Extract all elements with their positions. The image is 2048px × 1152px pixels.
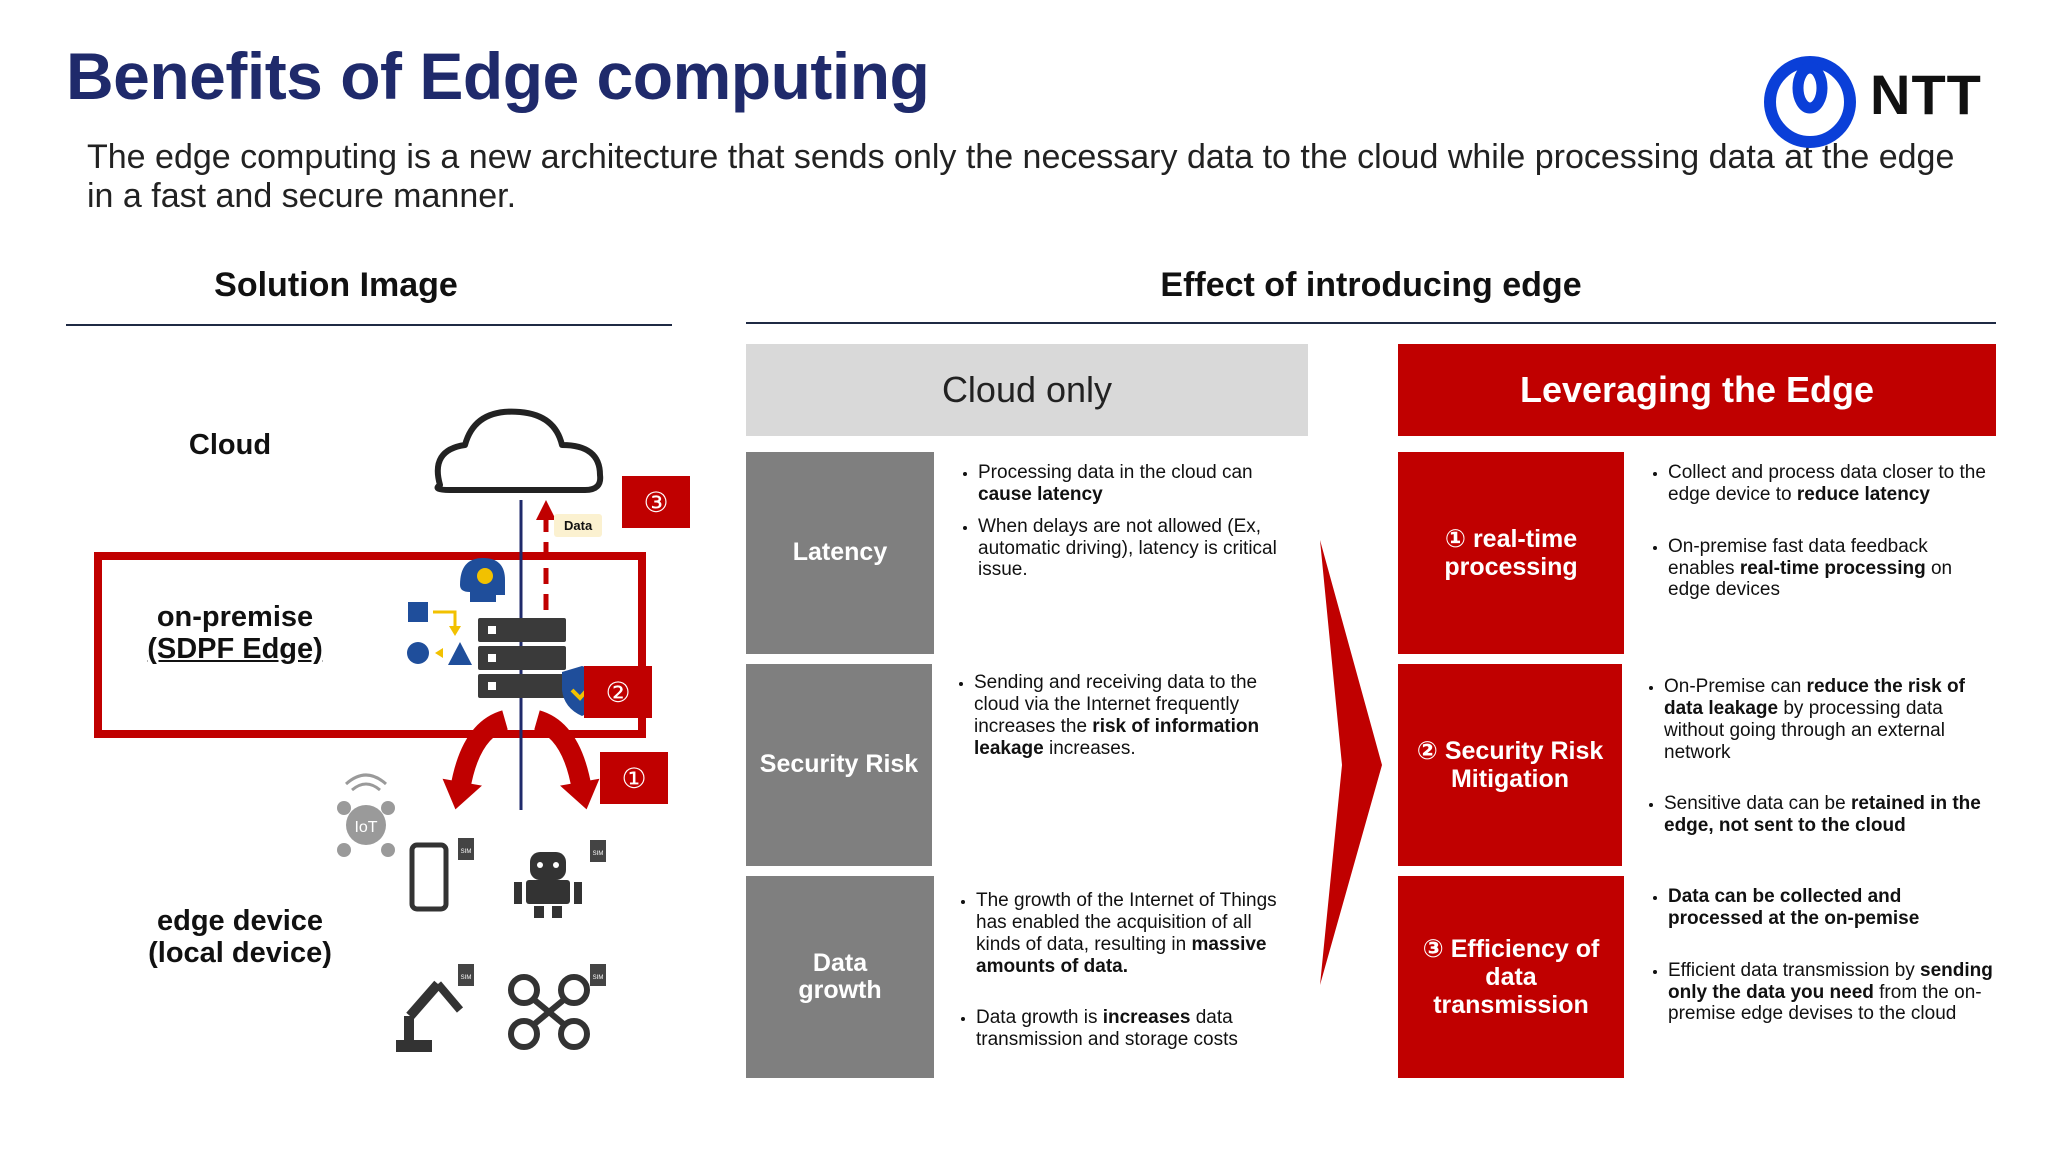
security-risk-bullets: Sending and receiving data to the cloud …: [936, 672, 1290, 769]
sim-text-robot: SIM: [593, 851, 604, 857]
security-risk-bullet-1: Sending and receiving data to the cloud …: [974, 672, 1290, 759]
iot-icon-text: IoT: [354, 819, 377, 836]
real-time-bullet-1: Collect and process data closer to the e…: [1668, 462, 1994, 506]
iot-icon: IoT: [337, 773, 395, 857]
data-shapes-icon: [407, 602, 472, 665]
real-time-processing-box: ① real-time processing: [1398, 452, 1624, 654]
security-mitigation-box: ② Security Risk Mitigation: [1398, 664, 1622, 866]
cloud-icon: [434, 408, 604, 493]
ai-head-icon: [460, 558, 505, 602]
effect-rule: [746, 322, 1996, 324]
left-curve-arrow: [450, 710, 509, 792]
transition-chevron-icon: [1320, 540, 1382, 985]
latency-box: Latency: [746, 452, 934, 654]
edge-device-label-line2: (local device): [148, 936, 332, 969]
latency-bullet-1: Processing data in the cloud can cause l…: [978, 462, 1290, 506]
cloud-only-header: Cloud only: [746, 344, 1308, 436]
robot-icon: SIM: [514, 840, 606, 918]
sim-text-arm: SIM: [461, 975, 472, 981]
on-premise-label-line2: (SDPF Edge): [147, 632, 323, 665]
solution-image-heading: Solution Image: [214, 266, 458, 304]
smartphone-icon: SIM: [409, 838, 474, 912]
data-efficiency-box: ③ Efficiency of data transmission: [1398, 876, 1624, 1078]
on-premise-label: on-premise (SDPF Edge): [120, 601, 350, 666]
data-growth-bullets: The growth of the Internet of Things has…: [938, 890, 1290, 1061]
robot-arm-icon: SIM: [396, 964, 474, 1052]
data-growth-bullet-2: Data growth is increases data transmissi…: [976, 1007, 1290, 1051]
solution-diagram: IoT SIM SIM SIM: [337, 408, 606, 1052]
security-risk-box: Security Risk: [746, 664, 932, 866]
sim-text-phone: SIM: [461, 849, 472, 855]
data-efficiency-bullet-2: Efficient data transmission by sending o…: [1668, 960, 1994, 1026]
data-efficiency-bullet-1: Data can be collected and processed at t…: [1668, 886, 1994, 930]
data-growth-box: Data growth: [746, 876, 934, 1078]
solution-image-rule: [66, 324, 672, 326]
edge-device-label-line1: edge device: [156, 905, 324, 937]
ntt-logo: NTT: [1760, 52, 2000, 152]
drone-icon: SIM: [508, 964, 606, 1050]
security-mitigation-bullets: On-Premise can reduce the risk of data l…: [1626, 676, 1994, 847]
data-arrow-head: [536, 500, 556, 520]
marker-2: ②: [584, 666, 652, 718]
server-icon: [478, 618, 566, 698]
data-tag: Data: [554, 514, 603, 537]
page-title: Benefits of Edge computing: [66, 39, 930, 113]
cloud-label: Cloud: [188, 429, 272, 461]
security-mitigation-bullet-1: On-Premise can reduce the risk of data l…: [1664, 676, 1994, 763]
edge-device-label: edge device (local device): [120, 905, 360, 970]
ntt-logo-icon: [1764, 56, 1856, 148]
effect-heading: Effect of introducing edge: [1160, 266, 1582, 304]
marker-1: ①: [600, 752, 668, 804]
data-growth-bullet-1: The growth of the Internet of Things has…: [976, 890, 1290, 977]
marker-3: ③: [622, 476, 690, 528]
on-premise-frame: [94, 552, 646, 738]
right-curve-arrow: [533, 710, 592, 792]
real-time-bullet-2: On-premise fast data feedback enables re…: [1668, 536, 1994, 602]
ntt-logo-text: NTT: [1870, 63, 1982, 126]
latency-bullet-2: When delays are not allowed (Ex, automat…: [978, 516, 1290, 582]
latency-bullets: Processing data in the cloud can cause l…: [940, 462, 1290, 591]
on-premise-label-line1: on-premise: [156, 601, 314, 633]
real-time-bullets: Collect and process data closer to the e…: [1630, 462, 1994, 611]
sim-text-drone: SIM: [593, 975, 604, 981]
page-subtitle: The edge computing is a new architecture…: [87, 138, 1955, 216]
data-efficiency-bullets: Data can be collected and processed at t…: [1630, 886, 1994, 1035]
security-mitigation-bullet-2: Sensitive data can be retained in the ed…: [1664, 793, 1994, 837]
edge-header: Leveraging the Edge: [1398, 344, 1996, 436]
